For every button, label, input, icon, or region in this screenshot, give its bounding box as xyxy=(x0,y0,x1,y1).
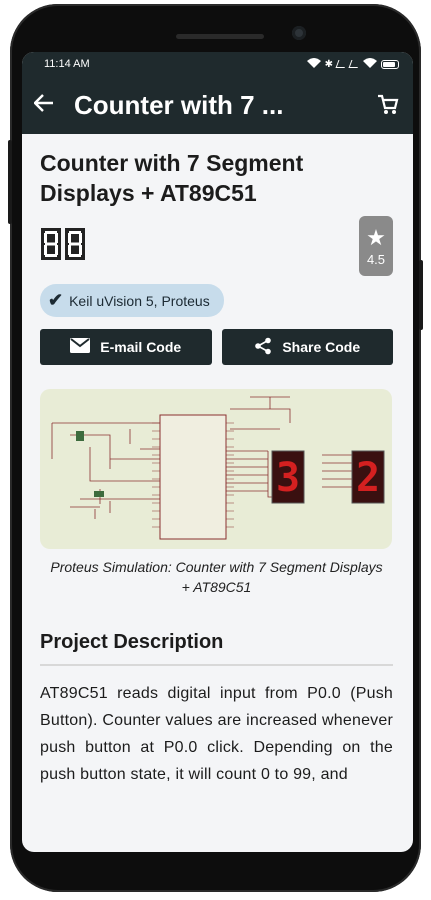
battery-icon xyxy=(381,59,399,69)
power-button xyxy=(419,260,423,330)
star-icon: ★ xyxy=(366,224,386,250)
description-heading: Project Description xyxy=(40,631,393,666)
wifi-icon xyxy=(306,57,321,71)
circuit-schematic: 3 2 xyxy=(51,396,385,540)
email-code-label: E-mail Code xyxy=(100,339,182,355)
share-code-button[interactable]: Share Code xyxy=(221,329,393,365)
image-caption: Proteus Simulation: Counter with 7 Segme… xyxy=(50,559,383,595)
bluetooth-icon: ✱ xyxy=(324,58,333,70)
email-code-button[interactable]: E-mail Code xyxy=(40,329,212,365)
status-time: 11:14 AM xyxy=(44,58,90,70)
status-icons: ✱ xyxy=(306,57,399,71)
share-code-label: Share Code xyxy=(282,339,361,355)
signal-icon xyxy=(348,60,361,68)
project-meta: ★ 4.5 xyxy=(40,216,393,276)
signal-icon xyxy=(335,60,348,68)
app-screen: 11:14 AM ✱ Counter with 7 ... Counte xyxy=(22,52,413,852)
volume-button xyxy=(8,140,12,224)
cart-icon[interactable] xyxy=(377,94,399,116)
share-icon xyxy=(254,337,272,358)
phone-speaker xyxy=(176,34,264,39)
project-content: Counter with 7 Segment Displays + AT89C5… xyxy=(22,134,413,788)
app-bar-title: Counter with 7 ... xyxy=(74,89,284,120)
simulation-image[interactable]: 3 2 xyxy=(40,389,392,549)
tools-tag: ✔ Keil uVision 5, Proteus xyxy=(40,284,224,317)
mail-icon xyxy=(70,338,91,356)
app-bar: Counter with 7 ... xyxy=(22,76,413,134)
rating-value: 4.5 xyxy=(366,251,386,267)
check-icon: ✔ xyxy=(48,290,64,310)
status-bar: 11:14 AM ✱ xyxy=(22,52,413,76)
front-camera xyxy=(292,26,306,40)
segment-display-digit: 2 xyxy=(356,455,380,501)
wifi-icon xyxy=(363,57,377,71)
segment-display-digit: 3 xyxy=(276,455,300,501)
tools-tag-label: Keil uVision 5, Proteus xyxy=(69,292,210,309)
action-buttons: E-mail Code Share Code xyxy=(40,329,393,365)
back-arrow-icon[interactable] xyxy=(33,92,74,118)
seven-segment-icon xyxy=(40,224,86,264)
project-title: Counter with 7 Segment Displays + AT89C5… xyxy=(40,150,304,206)
rating-badge: ★ 4.5 xyxy=(359,216,393,276)
description-text: AT89C51 reads digital input from P0.0 (P… xyxy=(40,685,393,783)
